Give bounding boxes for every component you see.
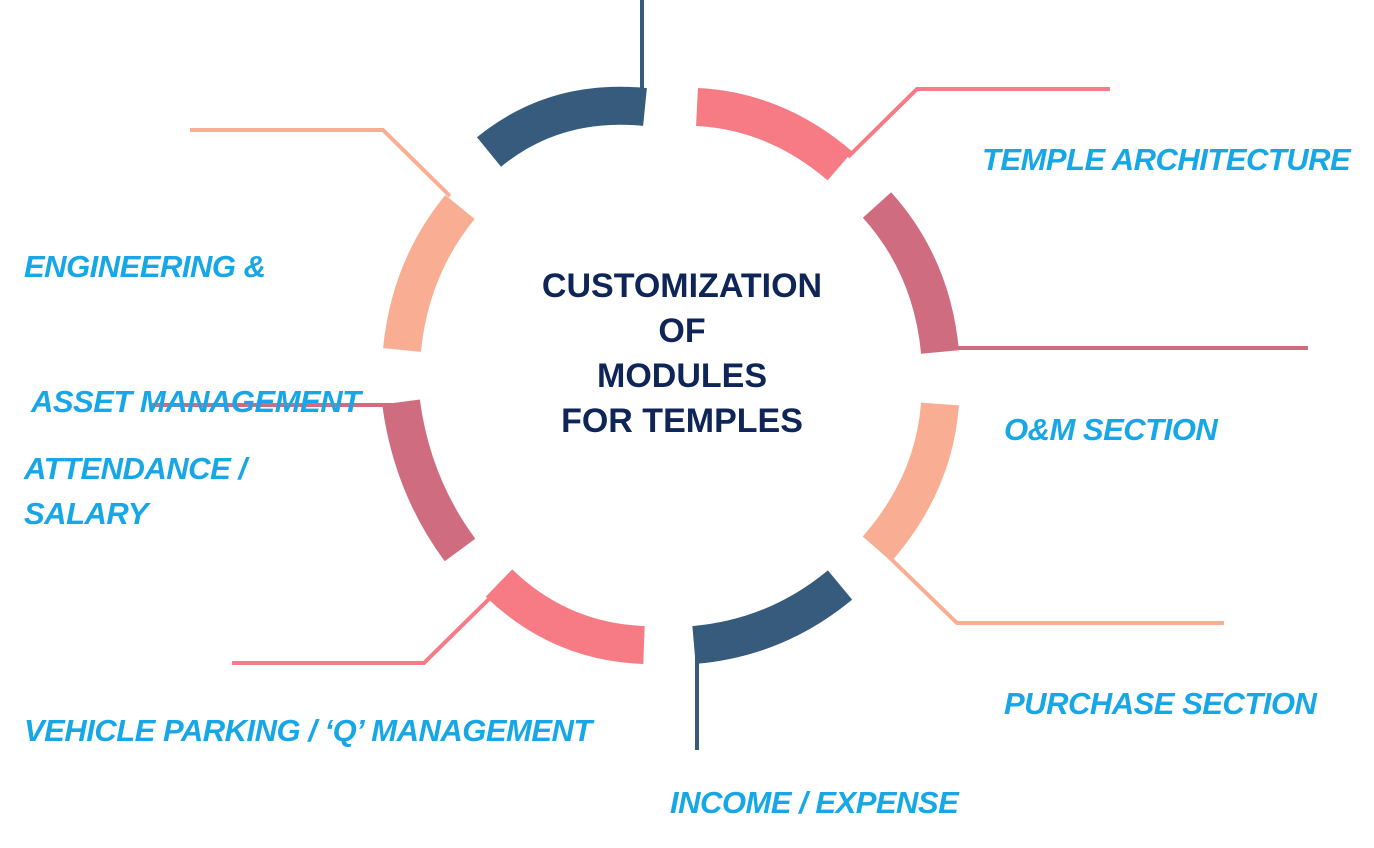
label-line: ENGINEERING & — [24, 249, 266, 284]
segment-temple-architecture — [695, 88, 853, 181]
label-line: VEHICLE PARKING / ‘Q’ MANAGEMENT — [24, 713, 592, 748]
segment-income-expense — [692, 570, 853, 664]
label-line: ASSET MANAGEMENT — [24, 384, 361, 419]
label-temple-architecture: TEMPLE ARCHITECTURE — [982, 137, 1351, 182]
label-line: O&M SECTION — [1004, 412, 1218, 447]
label-income-expense: INCOME / EXPENSE — [670, 780, 959, 825]
center-title-line: FOR TEMPLES — [561, 402, 803, 440]
label-purchase-section: PURCHASE SECTION — [1004, 681, 1317, 726]
center-title-line: MODULES — [597, 357, 767, 395]
connector-engineering — [190, 128, 452, 198]
label-engineering-asset-management: ENGINEERING & ASSET MANAGEMENT — [24, 154, 361, 469]
connector-temple-architecture — [846, 87, 1110, 159]
segment-purchase — [862, 402, 959, 562]
segment-top-left — [476, 86, 647, 167]
connector-purchase — [886, 554, 1224, 625]
center-title-line: OF — [658, 312, 706, 350]
center-title-line: CUSTOMIZATION — [541, 267, 823, 305]
label-line: INCOME / EXPENSE — [670, 785, 959, 820]
segment-vehicle-parking — [485, 569, 646, 664]
connector-vehicle-parking — [232, 595, 493, 665]
label-line: PURCHASE SECTION — [1004, 686, 1317, 721]
center-title: CUSTOMIZATION OF MODULES FOR TEMPLES — [482, 264, 882, 444]
segment-engineering — [383, 194, 475, 353]
label-attendance-salary: ATTENDANCE / SALARY — [24, 446, 247, 536]
label-o-and-m-section: O&M SECTION — [1004, 407, 1218, 452]
label-line: TEMPLE ARCHITECTURE — [982, 142, 1351, 177]
segment-attendance — [382, 399, 476, 562]
label-line: ATTENDANCE / — [24, 451, 247, 486]
label-vehicle-parking: VEHICLE PARKING / ‘Q’ MANAGEMENT — [24, 708, 592, 753]
label-line: SALARY — [24, 496, 148, 531]
segment-o-and-m — [862, 192, 959, 355]
